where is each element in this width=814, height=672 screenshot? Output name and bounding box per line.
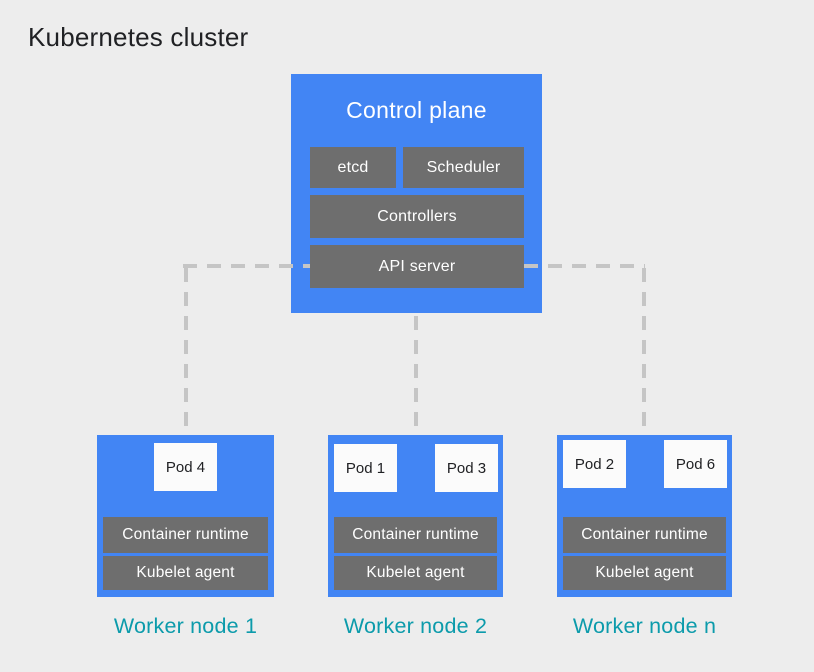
- worker-node-2-label: Worker node 2: [343, 614, 488, 638]
- pod-box: Pod 4: [154, 443, 217, 491]
- component-controllers: Controllers: [310, 195, 524, 238]
- connector-vertical-center: [414, 316, 418, 435]
- diagram-title: Kubernetes cluster: [28, 22, 249, 52]
- control-plane-components: etcd Scheduler Controllers API server: [310, 147, 524, 288]
- connector-horizontal-left: [183, 264, 310, 268]
- worker-node-2-box: Pod 1 Pod 3 Container runtime Kubelet ag…: [328, 435, 503, 597]
- kubelet-agent-bar: Kubelet agent: [103, 556, 268, 590]
- pod-box: Pod 2: [563, 440, 626, 488]
- worker-node-1-label: Worker node 1: [113, 614, 258, 638]
- connector-vertical-left: [184, 268, 188, 435]
- component-etcd: etcd: [310, 147, 396, 188]
- connector-vertical-right: [642, 268, 646, 435]
- kubelet-agent-bar: Kubelet agent: [563, 556, 726, 590]
- kubelet-agent-bar: Kubelet agent: [334, 556, 497, 590]
- pod-box: Pod 6: [664, 440, 727, 488]
- container-runtime-bar: Container runtime: [103, 517, 268, 553]
- component-api-server: API server: [310, 245, 524, 288]
- component-scheduler: Scheduler: [403, 147, 524, 188]
- connector-horizontal-right: [524, 264, 645, 268]
- worker-node-n-box: Pod 2 Pod 6 Container runtime Kubelet ag…: [557, 435, 732, 597]
- container-runtime-bar: Container runtime: [334, 517, 497, 553]
- pod-box: Pod 3: [435, 444, 498, 492]
- worker-node-1-box: Pod 4 Container runtime Kubelet agent: [97, 435, 274, 597]
- control-plane-title: Control plane: [346, 97, 487, 123]
- container-runtime-bar: Container runtime: [563, 517, 726, 553]
- control-plane-box: Control plane etcd Scheduler Controllers…: [291, 74, 542, 313]
- worker-node-n-label: Worker node n: [572, 614, 717, 638]
- pod-box: Pod 1: [334, 444, 397, 492]
